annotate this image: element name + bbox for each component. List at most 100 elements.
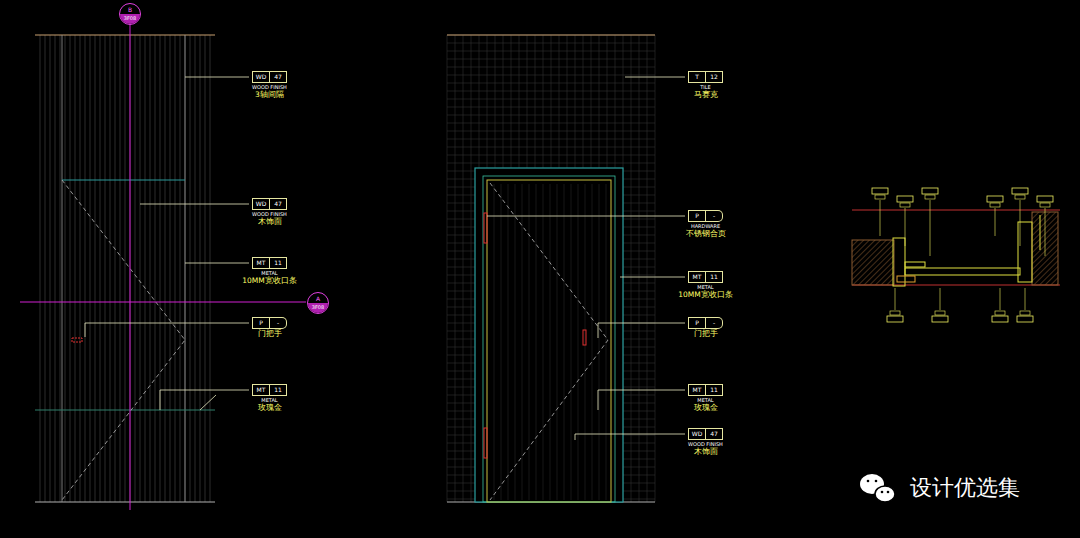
material-name: 门把手: [258, 329, 282, 338]
leader-line: [598, 390, 685, 410]
leader-line: [995, 208, 996, 236]
door-handle: [583, 330, 586, 345]
wall-section: [852, 240, 894, 285]
tag-head: WD47: [252, 198, 287, 210]
material-name: 不锈钢合页: [686, 229, 726, 238]
tile-grid-line: [447, 59, 655, 60]
tile-grid-line: [471, 35, 472, 502]
material-category: WOOD FINISH: [688, 441, 723, 447]
wood-grain-line: [125, 35, 126, 502]
wood-grain-line: [536, 184, 537, 500]
drawing-number: 3F08: [120, 14, 140, 24]
tile-grid-line: [447, 83, 655, 84]
leader-line: [85, 323, 249, 337]
tile-grid-line: [447, 155, 655, 156]
material-name: 10MM宽收口条: [242, 276, 297, 285]
material-number: 11: [270, 257, 287, 269]
mini-tag: [932, 316, 948, 322]
mini-tag: [887, 316, 903, 322]
wood-grain-line: [578, 184, 579, 500]
wood-grain-line: [40, 35, 41, 502]
door-top-line: [62, 180, 185, 181]
tag-head: MT11: [252, 257, 287, 269]
material-name: 马赛克: [694, 90, 718, 99]
wood-grain-line: [150, 35, 151, 502]
door-swing: [490, 183, 608, 500]
wood-grain-line: [145, 35, 146, 502]
wood-grain-line: [45, 35, 46, 502]
wechat-icon: [887, 491, 890, 494]
wood-grain-line: [95, 35, 96, 502]
door-frame-section: [893, 238, 905, 286]
mini-tag: [897, 196, 913, 202]
wood-grain-line: [190, 35, 191, 502]
material-code: MT: [688, 384, 706, 396]
wood-grain-line: [585, 184, 586, 500]
wood-grain-line: [110, 35, 111, 502]
mini-tag: [875, 195, 885, 199]
leader-line: [487, 216, 685, 217]
material-category: METAL: [261, 397, 277, 403]
wood-grain-line: [180, 35, 181, 502]
material-name: 3轴间隔: [255, 90, 284, 99]
door-opening: [475, 168, 623, 502]
material-code: P: [252, 317, 270, 329]
door-frame: [483, 176, 615, 502]
wood-grain-line: [529, 184, 530, 500]
leader-line: [880, 200, 881, 236]
tag-head: WD47: [252, 71, 287, 83]
leader-line: [905, 208, 906, 246]
wood-grain-line: [135, 35, 136, 502]
material-category: METAL: [697, 397, 713, 403]
tile-grid-line: [447, 51, 655, 52]
material-name: 玫瑰金: [694, 403, 718, 412]
door-leaf: [487, 180, 611, 502]
tag-head: MT11: [688, 271, 723, 283]
material-code: MT: [252, 384, 270, 396]
wood-grain-line: [522, 184, 523, 500]
watermark: 设计优选集: [910, 474, 1020, 502]
wood-grain-line: [185, 35, 186, 502]
material-code: T: [688, 71, 706, 83]
wood-grain-line: [508, 184, 509, 500]
wood-grain-line: [515, 184, 516, 500]
tile-grid-line: [455, 35, 456, 502]
material-number: 11: [270, 384, 287, 396]
tile-grid-line: [631, 35, 632, 502]
wood-grain-line: [195, 35, 196, 502]
wood-grain-line: [155, 35, 156, 502]
mini-tag: [900, 203, 910, 207]
drawing-number: 3F08: [308, 303, 328, 313]
door-leaf-section: [905, 268, 1020, 275]
wood-grain-line: [205, 35, 206, 502]
wood-grain-line: [50, 35, 51, 502]
wood-grain-line: [557, 184, 558, 500]
material-name: 门把手: [694, 329, 718, 338]
wood-grain-line: [70, 35, 71, 502]
wood-grain-line: [90, 35, 91, 502]
tile-grid-line: [447, 91, 655, 92]
leader-line: [575, 434, 685, 440]
material-tag: WD47WOOD FINISH3轴间隔: [252, 71, 287, 99]
leader-line: [895, 288, 896, 310]
trim-section: [905, 262, 925, 267]
door-edge: [62, 35, 63, 502]
stop-section: [897, 276, 915, 282]
wechat-icon: [867, 480, 870, 483]
material-tag: P-HARDWARE不锈钢合页: [686, 210, 726, 238]
mini-tag: [1017, 316, 1033, 322]
material-code: WD: [252, 71, 270, 83]
leader-line: [1000, 288, 1001, 310]
material-code: MT: [688, 271, 706, 283]
wood-grain-line: [170, 35, 171, 502]
material-tag: P-门把手: [252, 317, 287, 338]
material-code: P: [688, 317, 706, 329]
tile-grid-line: [447, 123, 655, 124]
wood-grain-line: [105, 35, 106, 502]
tile-grid-line: [447, 107, 655, 108]
material-number: 12: [706, 71, 723, 83]
tile-grid-line: [447, 147, 655, 148]
mini-tag: [925, 195, 935, 199]
wall-line: [852, 210, 1060, 211]
wood-grain-line: [210, 35, 211, 502]
